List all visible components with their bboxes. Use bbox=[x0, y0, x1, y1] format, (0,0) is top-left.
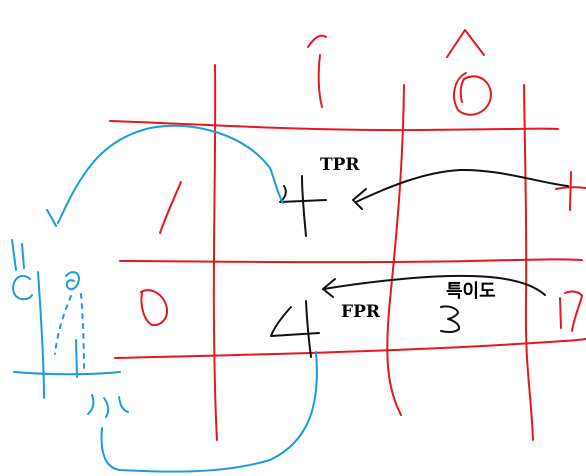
head-outline bbox=[57, 124, 284, 224]
tpr-cross-mark bbox=[279, 175, 327, 237]
eye bbox=[65, 271, 80, 291]
digit-4-right bbox=[555, 171, 586, 211]
grid-line-top bbox=[109, 120, 559, 132]
grid-line-center bbox=[386, 84, 405, 416]
hair-lines bbox=[11, 239, 25, 271]
grid-line-middle bbox=[119, 258, 583, 264]
digit-3-center bbox=[440, 305, 461, 334]
jaw-line bbox=[13, 339, 121, 378]
red-digits bbox=[140, 29, 586, 332]
blue-doodle-figure bbox=[11, 124, 318, 473]
digit-1-top bbox=[307, 34, 327, 108]
body-curve bbox=[100, 351, 318, 473]
fpr-arrow bbox=[322, 274, 546, 298]
digit-17-right bbox=[559, 290, 583, 332]
face-profile bbox=[37, 209, 57, 399]
digit-0-top bbox=[446, 29, 492, 116]
specificity-label: 특이도 bbox=[446, 281, 496, 302]
tpr-arrow bbox=[352, 168, 569, 210]
nose-dashed-line bbox=[54, 295, 72, 355]
hand bbox=[87, 394, 129, 418]
digit-0-left bbox=[140, 289, 169, 327]
grid-line-bottom bbox=[114, 338, 586, 359]
fpr-four-mark bbox=[270, 300, 320, 358]
mouth-dashed-line bbox=[80, 293, 85, 371]
ear-curve bbox=[12, 274, 33, 301]
digit-1-left bbox=[159, 181, 182, 234]
tpr-label: TPR bbox=[320, 155, 360, 175]
grid-line-right bbox=[523, 84, 534, 441]
red-grid bbox=[109, 64, 586, 441]
grid-line-left bbox=[212, 64, 218, 441]
black-ink bbox=[270, 168, 569, 358]
fpr-label: FPR bbox=[341, 302, 380, 322]
